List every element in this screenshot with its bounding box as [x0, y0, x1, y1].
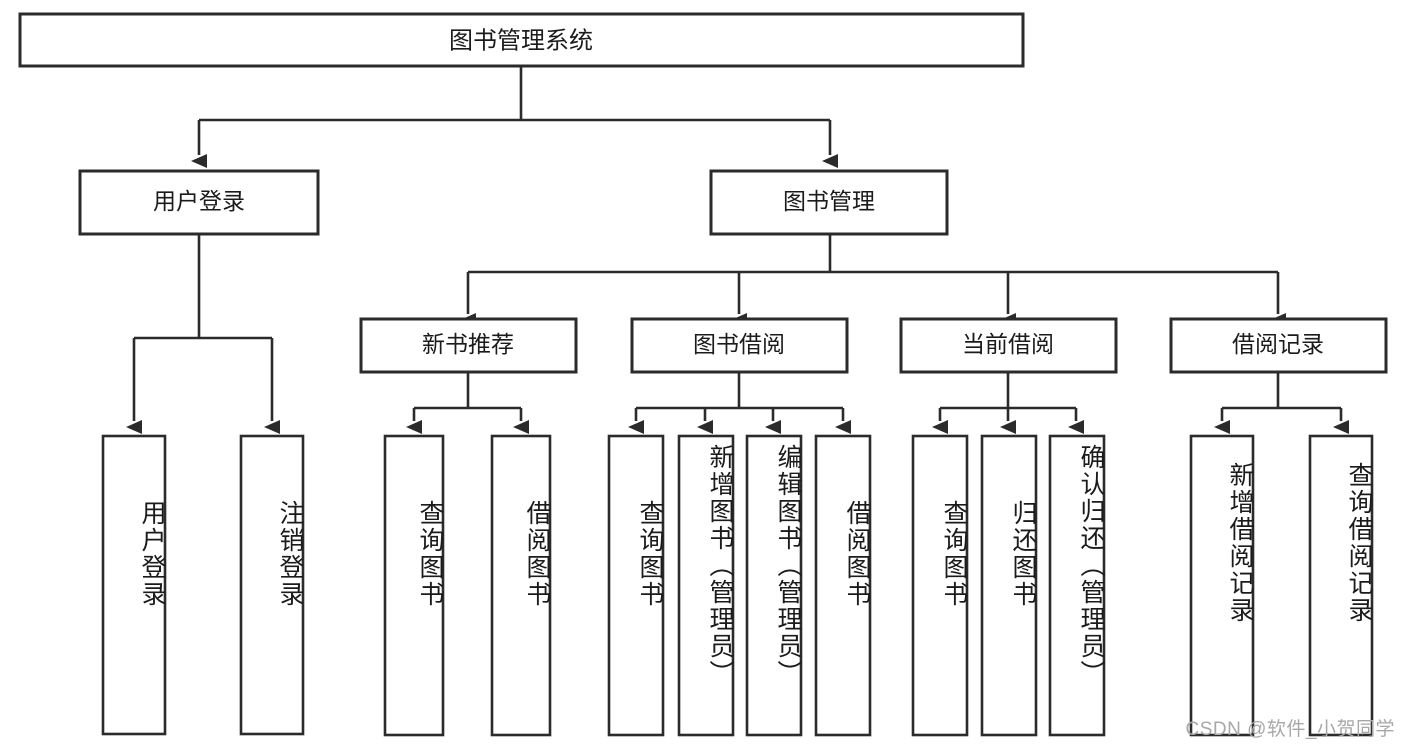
node-current-borrow[interactable]: 当前借阅 [899, 317, 1118, 374]
node-leaf-query-book-1[interactable] [383, 434, 445, 737]
node-leaf-query-book-2[interactable] [607, 434, 665, 737]
node-new-book-recommend-label: 新书推荐 [422, 331, 514, 357]
node-user-login-label: 用户登录 [153, 188, 245, 214]
node-leaf-query-record[interactable] [1308, 434, 1374, 737]
edges-layer [126, 66, 1349, 434]
node-leaf-borrow-book-2[interactable] [814, 434, 872, 737]
node-leaf-user-logout[interactable] [239, 434, 305, 736]
node-borrow-record-label: 借阅记录 [1232, 331, 1324, 357]
node-root-label: 图书管理系统 [449, 27, 593, 54]
node-leaf-confirm-return[interactable] [1048, 434, 1106, 737]
node-book-borrow[interactable]: 图书借阅 [630, 317, 849, 374]
node-current-borrow-label: 当前借阅 [962, 331, 1054, 357]
node-leaf-return-book[interactable] [980, 434, 1038, 737]
node-book-borrow-label: 图书借阅 [693, 331, 785, 357]
nodes-layer: 图书管理系统 用户登录 图书管理 新书推荐 图书借阅 [18, 12, 1388, 737]
node-root[interactable]: 图书管理系统 [18, 12, 1025, 68]
watermark: CSDN @软件_小贺同学 [1185, 719, 1395, 740]
node-leaf-borrow-book-1[interactable] [490, 434, 552, 737]
node-borrow-record[interactable]: 借阅记录 [1169, 317, 1388, 374]
node-user-login[interactable]: 用户登录 [78, 169, 320, 236]
node-leaf-add-record[interactable] [1189, 434, 1255, 737]
node-book-manage[interactable]: 图书管理 [709, 169, 949, 236]
node-leaf-user-login[interactable] [101, 434, 167, 736]
node-new-book-recommend[interactable]: 新书推荐 [359, 317, 578, 374]
node-leaf-add-book[interactable] [677, 434, 735, 737]
node-book-manage-label: 图书管理 [783, 188, 875, 214]
node-leaf-query-book-3[interactable] [911, 434, 969, 737]
node-leaf-edit-book[interactable] [745, 434, 803, 737]
